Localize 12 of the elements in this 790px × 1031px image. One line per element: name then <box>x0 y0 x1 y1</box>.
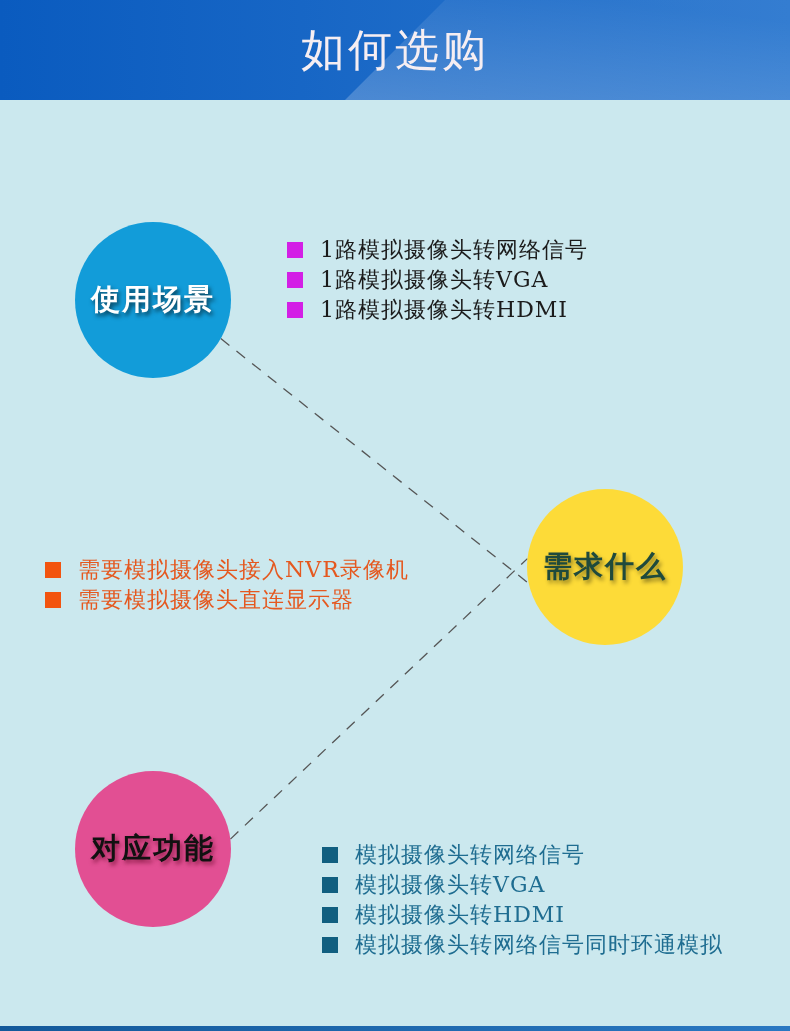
list-item: 1路模拟摄像头转VGA <box>320 266 549 294</box>
list-item: 模拟摄像头转HDMI <box>355 901 566 929</box>
dashed-connector <box>220 337 530 585</box>
list-item: 模拟摄像头转网络信号 <box>355 841 585 869</box>
dashed-connector <box>229 557 529 840</box>
list-item: 需要模拟摄像头接入NVR录像机 <box>78 556 409 584</box>
list-item: 模拟摄像头转VGA <box>355 871 546 899</box>
list-item: 需要模拟摄像头直连显示器 <box>78 586 354 614</box>
list-item: 1路模拟摄像头转HDMI <box>320 296 569 324</box>
title: 如何选购 <box>301 23 489 77</box>
list-item: 1路模拟摄像头转网络信号 <box>320 236 588 264</box>
list-item: 模拟摄像头转网络信号同时环通模拟 <box>355 931 723 959</box>
